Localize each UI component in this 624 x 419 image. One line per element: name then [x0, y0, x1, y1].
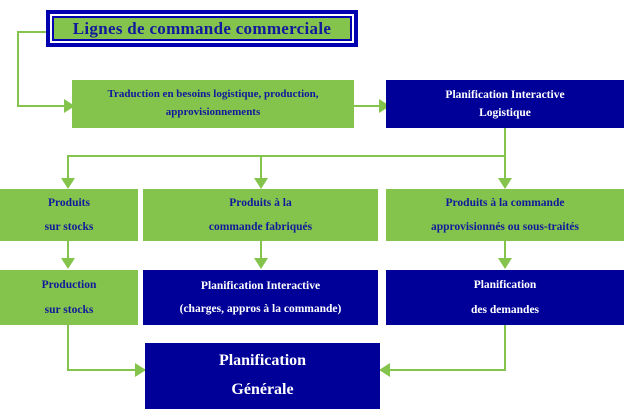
- box-traduction[interactable]: Traduction en besoins logistique, produc…: [72, 80, 354, 128]
- box-planif-interactive-charges-line-2: (charges, appros à la commande): [179, 302, 342, 315]
- arrow-into-planification-generale-right: [379, 363, 390, 377]
- connector-drop-middle: [260, 155, 262, 183]
- arrow-into-planif-interactive-charges: [254, 258, 268, 269]
- connector-stocks-to-production: [67, 241, 69, 262]
- box-planification-des-demandes[interactable]: Planification des demandes: [386, 270, 624, 325]
- connector-drop-left: [67, 155, 69, 183]
- box-planification-generale-line-2: Générale: [231, 381, 294, 398]
- connector-pil-down: [504, 128, 506, 156]
- box-produits-commande-fabriques-line-2: commande fabriqués: [208, 220, 313, 233]
- connector-demandes-to-generale-seg1: [504, 325, 506, 371]
- box-pil-line-1: Planification Interactive: [445, 89, 565, 102]
- connector-fabriques-to-planif-charges: [260, 241, 262, 262]
- arrow-into-produits-sur-stocks: [61, 178, 75, 189]
- box-planif-interactive-logistique[interactable]: Planification Interactive Logistique: [386, 80, 624, 128]
- arrow-into-produits-commande-approvisionnes: [498, 178, 512, 189]
- box-production-sur-stocks-line-2: sur stocks: [44, 303, 94, 316]
- box-planification-generale[interactable]: Planification Générale: [145, 343, 380, 409]
- arrow-into-produits-commande-fabriques: [254, 178, 268, 189]
- box-produits-commande-fabriques-line-1: Produits à la: [229, 197, 292, 210]
- box-produits-commande-approvisionnes-line-1: Produits à la commande: [445, 197, 565, 210]
- box-planification-des-demandes-line-2: des demandes: [470, 303, 540, 316]
- connector-title-to-traduction-seg2: [17, 31, 19, 106]
- connector-drop-right: [504, 155, 506, 183]
- box-planification-generale-line-1: Planification: [218, 352, 307, 370]
- connector-production-to-generale-seg2: [67, 369, 145, 371]
- box-planification-des-demandes-line-1: Planification: [473, 279, 537, 292]
- box-produits-commande-approvisionnes-line-2: approvisionnés ou sous-traités: [430, 220, 580, 233]
- connector-approv-to-planif-demandes: [504, 241, 506, 262]
- box-traduction-line-1: Traduction en besoins logistique, produc…: [107, 88, 319, 101]
- box-produits-commande-approvisionnes[interactable]: Produits à la commande approvisionnés ou…: [386, 189, 624, 241]
- box-production-sur-stocks-line-1: Production: [41, 279, 97, 292]
- connector-production-to-generale-seg1: [67, 325, 69, 371]
- box-produits-sur-stocks-line-1: Produits: [48, 197, 90, 210]
- box-planif-interactive-charges-line-1: Planification Interactive: [200, 280, 321, 293]
- arrow-into-production-sur-stocks: [61, 258, 75, 269]
- box-produits-sur-stocks-line-2: sur stocks: [44, 220, 94, 233]
- title-box-label: Lignes de commande commerciale: [52, 16, 352, 41]
- box-produits-commande-fabriques[interactable]: Produits à la commande fabriqués: [143, 189, 378, 241]
- box-planif-interactive-charges[interactable]: Planification Interactive (charges, appr…: [143, 270, 378, 325]
- box-produits-sur-stocks[interactable]: Produits sur stocks: [0, 189, 138, 241]
- box-traduction-line-2: approvisionnements: [165, 106, 261, 118]
- arrow-into-planification-des-demandes: [498, 258, 512, 269]
- connector-distribution-bus: [67, 155, 506, 157]
- title-box[interactable]: Lignes de commande commerciale: [46, 10, 358, 47]
- connector-title-to-traduction-seg1: [17, 31, 49, 33]
- box-pil-line-2: Logistique: [479, 106, 531, 119]
- connector-traduction-to-pil: [354, 105, 390, 107]
- box-production-sur-stocks[interactable]: Production sur stocks: [0, 270, 138, 325]
- connector-demandes-to-generale-seg2: [390, 369, 506, 371]
- arrow-into-planification-generale-left: [135, 363, 146, 377]
- arrow-into-pil: [379, 99, 390, 113]
- arrow-into-traduction: [64, 99, 75, 113]
- connector-title-to-traduction-seg3: [17, 105, 67, 107]
